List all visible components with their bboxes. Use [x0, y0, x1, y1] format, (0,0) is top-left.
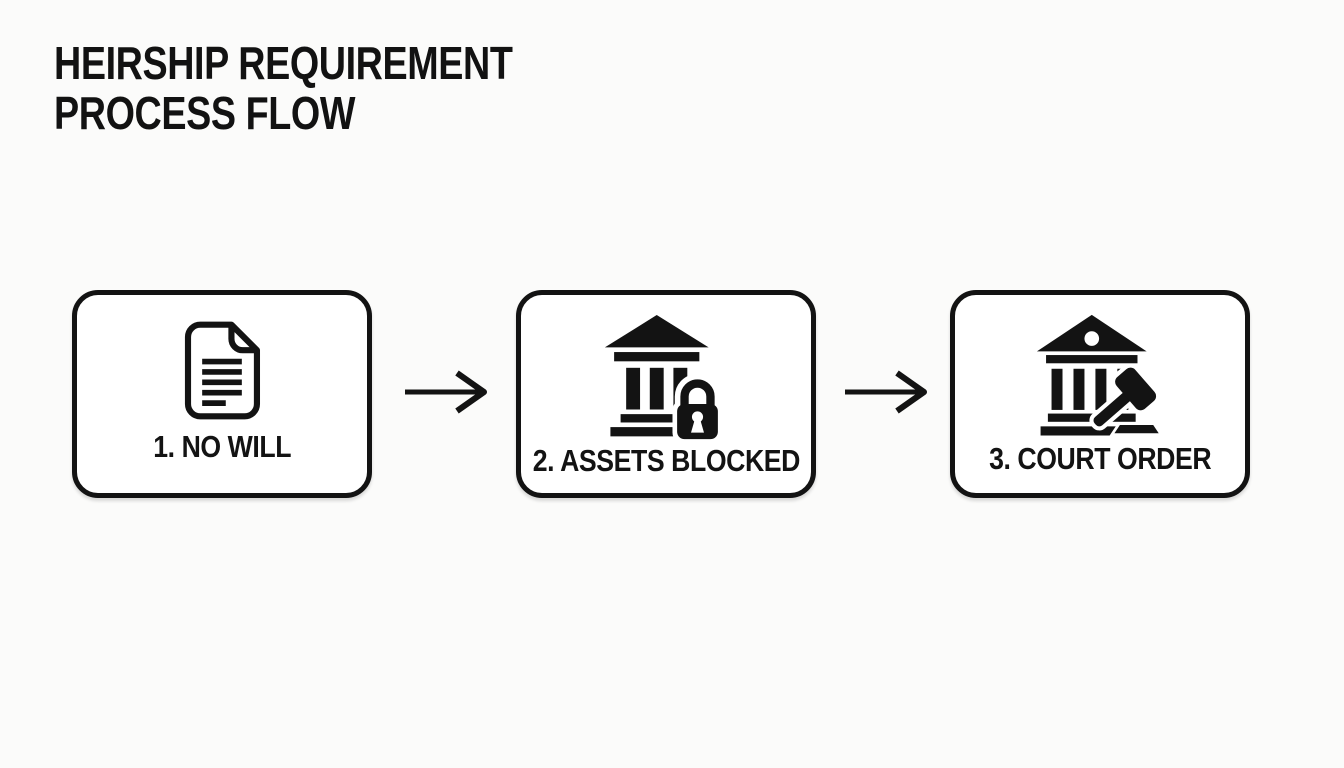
- step-label: 2. ASSETS BLOCKED: [532, 443, 800, 478]
- step-box-court-order: 3. COURT ORDER: [950, 290, 1250, 498]
- step-label: 3. COURT ORDER: [988, 441, 1212, 476]
- step-3-icon-wrap: [963, 313, 1237, 441]
- arrow-right-icon: [842, 368, 930, 416]
- arrow-right-icon: [402, 368, 490, 416]
- page-title: HEIRSHIP REQUIREMENT PROCESS FLOW: [54, 37, 513, 139]
- page-title-line-1: HEIRSHIP REQUIREMENT: [54, 37, 513, 89]
- page-title-line-2: PROCESS FLOW: [54, 87, 356, 139]
- courthouse-gavel-icon: [1033, 313, 1167, 441]
- bank-lock-icon: [603, 313, 729, 443]
- step-box-no-will: 1. NO WILL: [72, 290, 372, 498]
- step-1-icon-wrap: [85, 313, 359, 429]
- step-label: 1. NO WILL: [153, 429, 291, 464]
- step-box-assets-blocked: 2. ASSETS BLOCKED: [516, 290, 816, 498]
- document-icon: [182, 320, 262, 422]
- step-2-icon-wrap: [529, 313, 803, 443]
